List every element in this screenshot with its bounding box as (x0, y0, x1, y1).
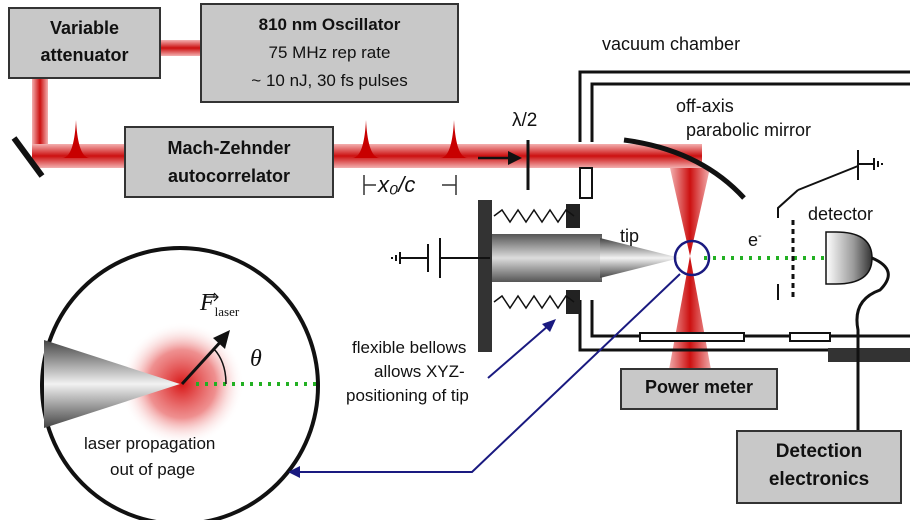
force-arrowhead (213, 330, 230, 349)
detector-cable (855, 256, 890, 450)
chamber-window (579, 167, 593, 199)
delay-label: x₀/c (378, 172, 416, 197)
propagation-label-line2: out of page (110, 460, 196, 479)
oscillator-line1: 810 nm Oscillator (258, 15, 401, 34)
inset-pointer (300, 273, 681, 473)
pulse-1 (62, 120, 90, 158)
tip-label: tip (620, 226, 640, 246)
variable-attenuator-box: Variable attenuator (8, 7, 161, 79)
theta-arc (213, 348, 227, 385)
mirror-label-line2: parabolic mirror (686, 120, 812, 140)
electron-label-sup: - (758, 230, 762, 242)
bellows-label-line3: positioning of tip (346, 386, 469, 405)
force-vector-mark (205, 292, 219, 302)
mirror-label-line1: off-axis (676, 96, 734, 116)
detector-label: detector (808, 204, 874, 224)
oscillator-line3: ~ 10 nJ, 30 fs pulses (251, 71, 408, 90)
autocorrelator-line1: Mach-Zehnder (167, 138, 291, 158)
parabolic-mirror-icon (623, 137, 746, 200)
electron-label-text: e (748, 230, 759, 250)
detection-line1: Detection (775, 441, 863, 462)
pulse-2 (352, 120, 380, 158)
ground-icon-right (858, 158, 883, 170)
bellows-label-line2: allows XYZ- (374, 362, 465, 381)
theta-label: θ (250, 346, 262, 372)
bellows-label-line1: flexible bellows (352, 338, 467, 357)
tip-shaft (492, 234, 602, 282)
electron-label: e- (748, 230, 762, 251)
detection-line2: electronics (768, 469, 870, 490)
window-lower-right (789, 332, 831, 342)
power-meter-box: Power meter (620, 368, 778, 410)
attenuator-line2: attenuator (40, 45, 129, 65)
detection-electronics-box: Detection electronics (736, 430, 902, 504)
detector-ground-lead (797, 165, 859, 191)
detector-icon (825, 231, 873, 285)
oscillator-line2: 75 MHz rep rate (268, 43, 391, 62)
bellows-pointer-arrowhead (542, 319, 556, 332)
beam-left-vertical (32, 56, 48, 161)
force-label: Flaser (200, 290, 239, 320)
force-label-sub: laser (214, 303, 240, 319)
inset-tip (44, 340, 180, 428)
autocorrelator-box: Mach-Zehnder autocorrelator (124, 126, 334, 198)
tip-mount-plate (478, 200, 492, 352)
oscillator-box: 810 nm Oscillator 75 MHz rep rate ~ 10 n… (200, 3, 459, 103)
tip-cone (600, 238, 680, 278)
beam-focus-lower (668, 256, 712, 375)
focus-circle (673, 239, 711, 277)
chamber-flange-base (828, 348, 910, 362)
force-arrow (180, 336, 226, 386)
mirror-icon (11, 136, 45, 178)
waveplate-label: λ/2 (512, 110, 538, 131)
window-lower (639, 332, 745, 342)
ground-icon-left (391, 238, 490, 278)
force-label-F: F (200, 290, 215, 316)
inset-pointer-arrowhead (288, 466, 300, 478)
attenuator-line1: Variable (49, 18, 120, 38)
beam-direction-arrow (478, 151, 522, 165)
autocorrelator-line2: autocorrelator (167, 166, 291, 186)
bellows-top (493, 208, 575, 224)
delay-bracket (363, 175, 457, 195)
vacuum-chamber-label: vacuum chamber (602, 34, 741, 54)
propagation-label-line1: laser propagation (84, 434, 216, 453)
power-meter-label: Power meter (644, 377, 754, 397)
bellows-bottom (493, 294, 575, 310)
pulse-3 (440, 120, 468, 158)
bellows-pointer (487, 325, 549, 379)
beam-focus (670, 168, 710, 256)
detector-bracket (777, 189, 799, 218)
